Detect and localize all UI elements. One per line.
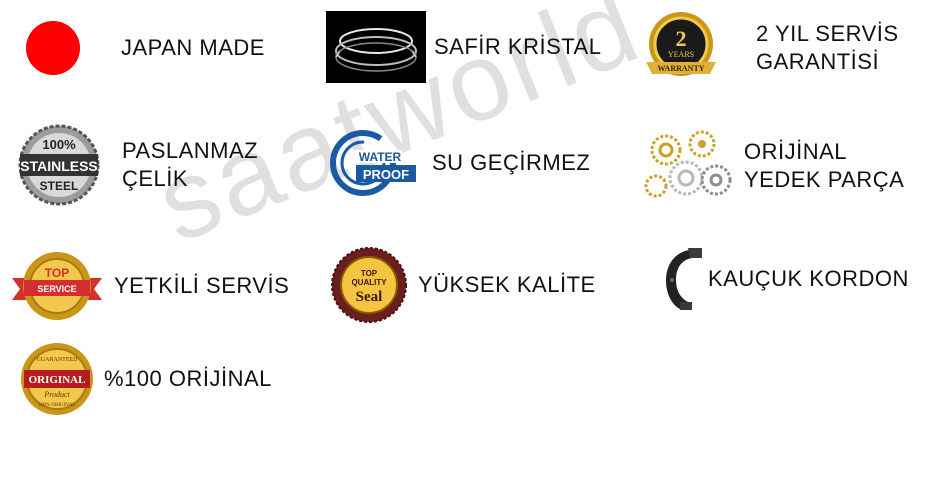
gears-icon bbox=[640, 124, 736, 208]
feature-label: YÜKSEK KALİTE bbox=[418, 272, 596, 297]
badge-stainless: STAINLESS bbox=[20, 158, 98, 174]
feature-label: 2 YIL SERVİS GARANTİSİ bbox=[756, 21, 899, 74]
feature-high-quality: TOP QUALITY Seal YÜKSEK KALİTE bbox=[330, 246, 596, 324]
badge-top: TOP bbox=[45, 266, 69, 280]
feature-label: ORİJİNAL YEDEK PARÇA bbox=[744, 139, 905, 192]
feature-label: YETKİLİ SERVİS bbox=[114, 273, 290, 298]
stainless-steel-badge-icon: 100% STAINLESS STEEL bbox=[18, 124, 100, 206]
original-product-badge-icon: GUARANTEED ORIGINAL Product 100% ORIGINA… bbox=[20, 342, 94, 416]
badge-ribbon: WARRANTY bbox=[657, 64, 704, 73]
feature-label: %100 ORİJİNAL bbox=[104, 366, 272, 391]
feature-100-original: GUARANTEED ORIGINAL Product 100% ORIGINA… bbox=[20, 342, 272, 416]
badge-percent: 100% bbox=[42, 137, 76, 152]
badge-original: ORIGINAL bbox=[29, 374, 86, 386]
badge-steel: STEEL bbox=[40, 179, 79, 193]
feature-label: PASLANMAZ ÇELİK bbox=[122, 138, 259, 191]
badge-proof: PROOF bbox=[363, 167, 409, 182]
feature-stainless-steel: 100% STAINLESS STEEL PASLANMAZ ÇELİK bbox=[18, 124, 258, 206]
sapphire-crystal-icon bbox=[326, 11, 426, 83]
feature-label: SU GEÇİRMEZ bbox=[432, 150, 591, 175]
feature-waterproof: WATER PROOF SU GEÇİRMEZ bbox=[330, 130, 590, 196]
top-quality-seal-icon: TOP QUALITY Seal bbox=[330, 246, 408, 324]
top-service-badge-icon: TOP SERVICE bbox=[10, 248, 104, 324]
badge-quality: QUALITY bbox=[351, 278, 387, 287]
feature-sapphire-crystal: SAFİR KRİSTAL bbox=[326, 11, 601, 83]
waterproof-badge-icon: WATER PROOF bbox=[330, 130, 418, 196]
rubber-strap-icon bbox=[660, 246, 706, 312]
feature-japan-made: JAPAN MADE bbox=[25, 20, 265, 76]
badge-guaranteed: GUARANTEED bbox=[37, 357, 79, 363]
feature-original-spare-parts: ORİJİNAL YEDEK PARÇA bbox=[640, 124, 904, 208]
feature-label: SAFİR KRİSTAL bbox=[434, 34, 602, 59]
badge-water: WATER bbox=[359, 150, 402, 164]
feature-two-year-warranty: 2 YEARS WARRANTY 2 YIL SERVİS GARANTİSİ bbox=[640, 10, 899, 86]
feature-rubber-strap: KAUÇUK KORDON bbox=[660, 246, 909, 312]
two-year-warranty-badge-icon: 2 YEARS WARRANTY bbox=[640, 10, 722, 86]
feature-label: JAPAN MADE bbox=[121, 35, 265, 60]
feature-label: KAUÇUK KORDON bbox=[708, 266, 909, 291]
badge-100-original: 100% ORIGINAL bbox=[38, 403, 75, 408]
badge-service: SERVICE bbox=[37, 284, 76, 294]
badge-top: TOP bbox=[361, 269, 378, 278]
badge-product: Product bbox=[43, 390, 70, 399]
feature-authorized-service: TOP SERVICE YETKİLİ SERVİS bbox=[10, 248, 289, 324]
badge-number: 2 bbox=[676, 26, 687, 51]
red-dot-icon bbox=[25, 20, 81, 76]
badge-years: YEARS bbox=[668, 50, 694, 59]
badge-seal: Seal bbox=[356, 289, 383, 305]
